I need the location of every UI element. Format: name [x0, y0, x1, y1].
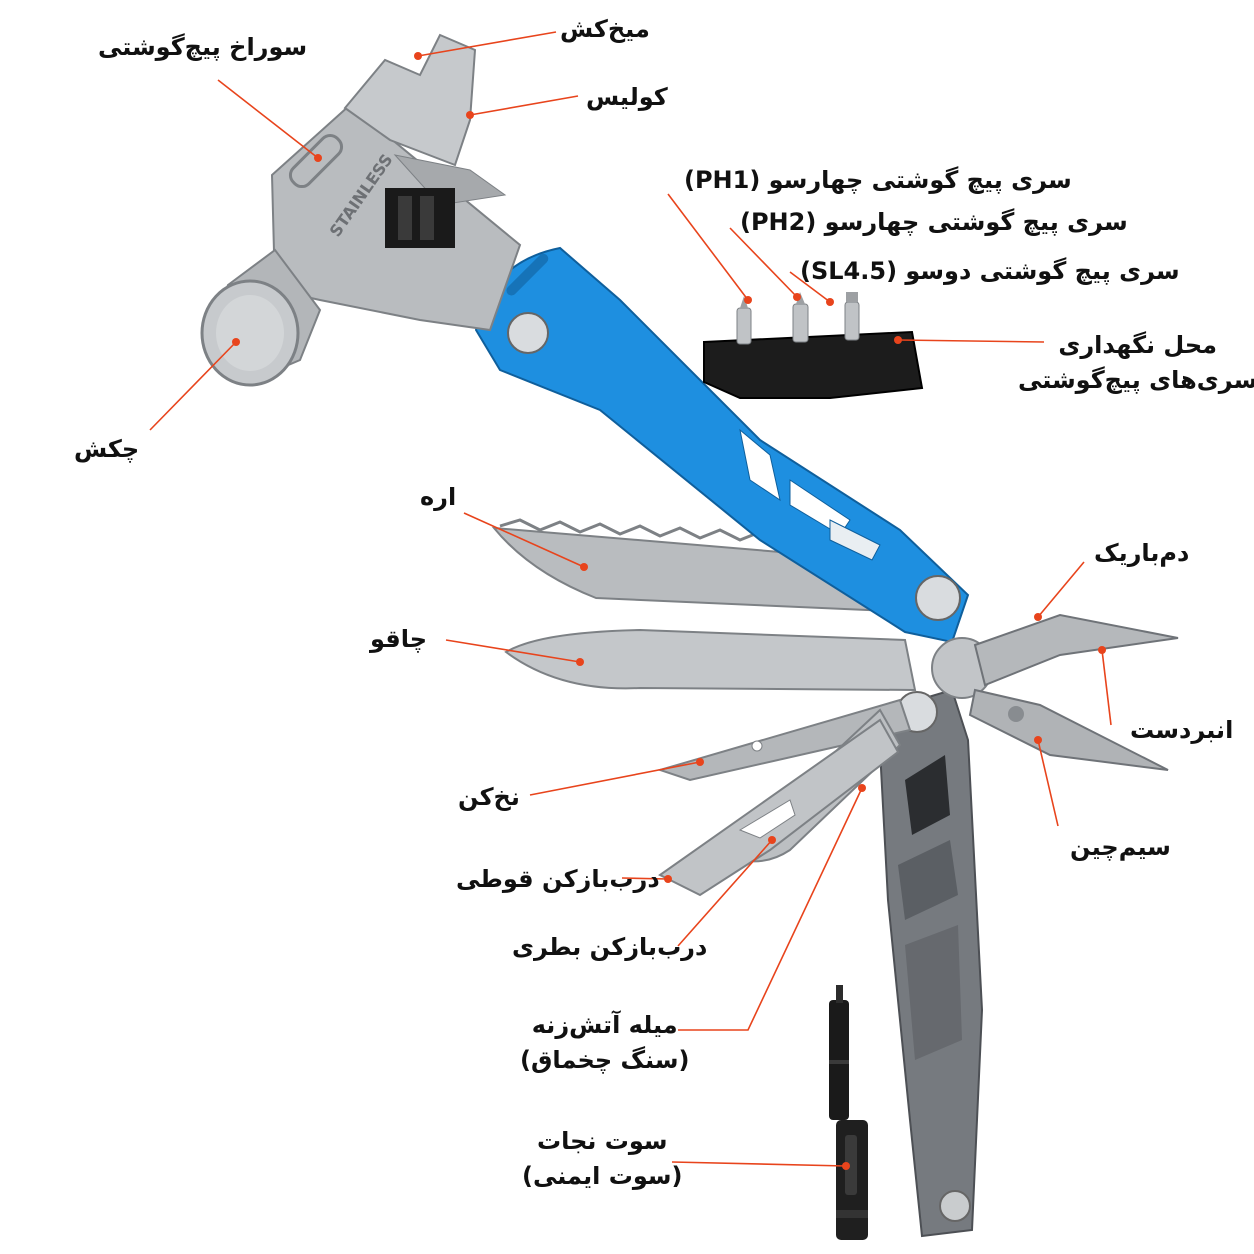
leader-fire-rod — [678, 787, 863, 1031]
label-ph2: سری پیچ گوشتی چهارسو (PH2) — [740, 208, 1128, 236]
label-hammer: چکش — [74, 435, 140, 463]
leader-pliers — [1101, 649, 1112, 726]
whistle-icon — [836, 1120, 868, 1240]
leader-can-opener — [621, 877, 669, 880]
leader-bottle-opener — [677, 839, 773, 947]
label-saw: اره — [420, 483, 457, 511]
leader-screw-hole — [217, 79, 319, 159]
label-bottle-opener: درب‌بازکن بطری — [512, 933, 708, 961]
label-sl45: سری پیچ گوشتی دوسو (SL4.5) — [800, 257, 1180, 285]
leader-bit-holder — [897, 339, 1045, 343]
leader-whistle — [671, 1161, 847, 1167]
leader-ph1 — [667, 193, 749, 301]
label-fire-rod: میله آتش‌زنه (سنگ چخماق) — [520, 1011, 690, 1074]
label-whistle: سوت نجات (سوت ایمنی) — [522, 1127, 683, 1190]
leader-sl45 — [789, 271, 831, 303]
leader-caliper — [469, 95, 579, 116]
can-opener-icon — [658, 718, 900, 897]
label-file: نخ‌کن — [458, 783, 520, 811]
bit-sl45-icon — [844, 292, 860, 341]
label-knife: چاقو — [370, 625, 428, 653]
label-can-opener: درب‌بازکن قوطی — [456, 865, 660, 893]
leader-file — [529, 761, 701, 796]
fire-rod-icon — [829, 985, 849, 1120]
leader-needle-nose — [1037, 561, 1085, 618]
leader-nail-puller — [417, 31, 557, 57]
label-ph1: سری پیچ گوشتی چهارسو (PH1) — [684, 166, 1072, 194]
hammer-head-icon: STAINLESS — [200, 33, 522, 387]
leader-wire-cutter — [1037, 739, 1059, 827]
leader-lines — [149, 31, 1112, 1167]
bit-ph1-icon — [736, 296, 752, 345]
leader-saw — [463, 512, 585, 568]
leader-knife — [445, 639, 581, 663]
label-pliers: انبردست — [1130, 716, 1234, 744]
label-caliper: کولیس — [586, 83, 668, 111]
label-nail-puller: میخ‌کش — [560, 15, 650, 43]
leader-hammer — [149, 341, 237, 431]
label-needle-nose: دم‌باریک — [1094, 539, 1190, 567]
bit-holder-icon — [703, 292, 924, 399]
label-bit-holder: محل نگهداری سری‌های پیچ‌گوشتی — [1018, 331, 1254, 394]
leader-ph2 — [729, 227, 798, 298]
pliers-jaw-icon — [931, 613, 1179, 771]
leader-dots — [232, 52, 1106, 1170]
knife-blade-icon — [504, 628, 917, 692]
gray-handle-icon — [876, 688, 984, 1238]
file-tool-icon — [656, 698, 912, 782]
blue-handle-icon — [474, 246, 970, 644]
label-wire-cutter: سیم‌چین — [1070, 833, 1171, 861]
label-screw-hole: سوراخ پیچ‌گوشتی — [98, 33, 308, 61]
